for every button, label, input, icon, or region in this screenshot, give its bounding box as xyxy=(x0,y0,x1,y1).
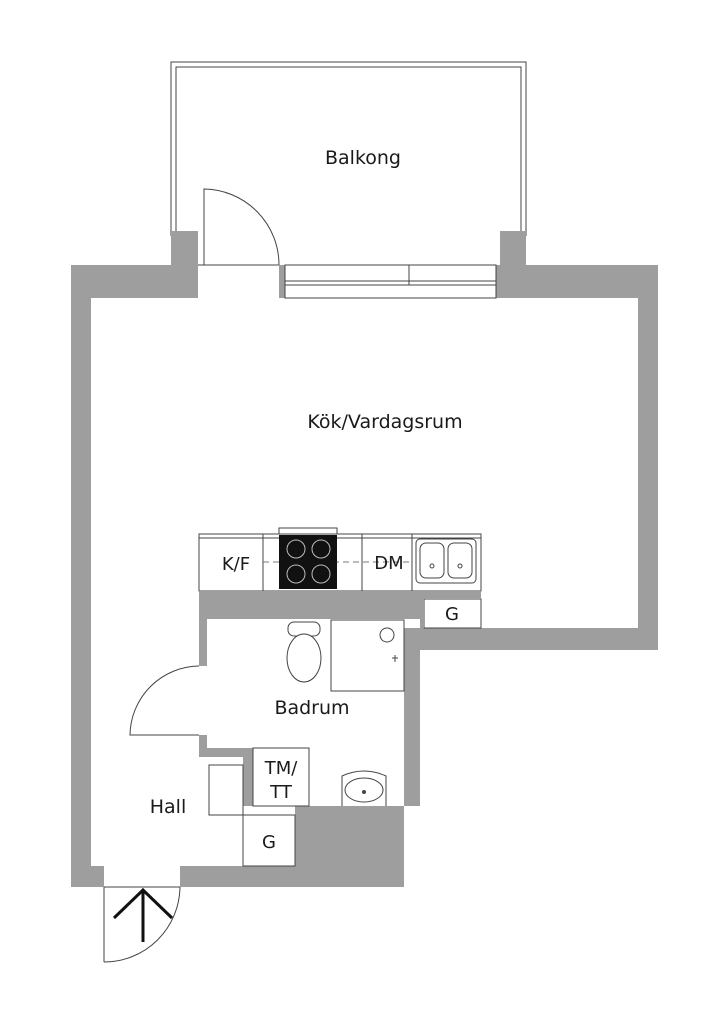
room-label-living: Kök/Vardagsrum xyxy=(307,411,462,433)
balcony-door xyxy=(198,188,280,266)
room-label-hall: Hall xyxy=(150,796,187,818)
kitchen-counter xyxy=(198,527,482,592)
kitchen-wardrobe xyxy=(423,598,482,629)
washer-label-line2: TT xyxy=(269,782,293,803)
washer-dryer xyxy=(252,747,310,807)
entrance-door xyxy=(103,886,181,963)
toilet-icon xyxy=(286,621,322,683)
hall-cabinet xyxy=(208,764,244,816)
room-label-balkong: Balkong xyxy=(325,147,401,169)
bathroom-walls xyxy=(199,591,481,806)
fridge-label: K/F xyxy=(222,554,250,575)
entrance-arrow-icon xyxy=(112,887,174,942)
stove-icon xyxy=(278,527,338,589)
hall-wardrobe xyxy=(242,814,296,867)
shower-icon xyxy=(330,619,405,692)
dishwasher-label: DM xyxy=(374,553,403,574)
balcony xyxy=(170,61,527,267)
hall-wardrobe-label: G xyxy=(262,832,276,853)
bathroom-door xyxy=(129,665,200,736)
washbasin-icon xyxy=(341,770,387,806)
north-window xyxy=(284,264,497,299)
sink-icon xyxy=(415,538,477,584)
kitchen-wardrobe-label: G xyxy=(445,604,459,625)
room-label-bathroom: Badrum xyxy=(274,697,349,719)
washer-label-line1: TM/ xyxy=(264,758,299,779)
